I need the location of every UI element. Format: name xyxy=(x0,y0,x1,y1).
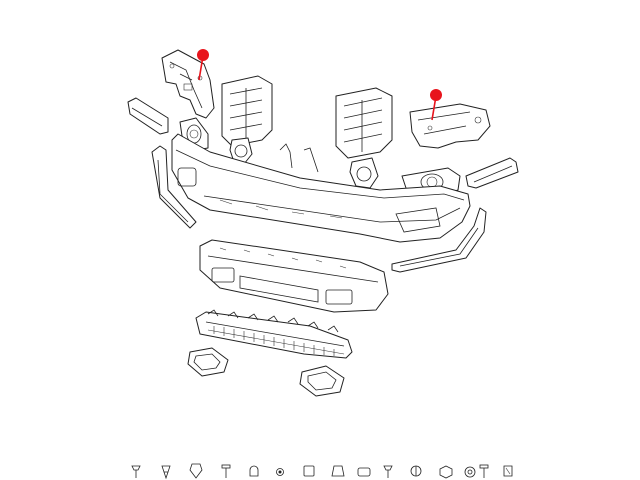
right-upper-trim-strip[interactable] xyxy=(465,157,519,189)
plug-icon[interactable] xyxy=(410,465,422,477)
left-lower-bezel[interactable] xyxy=(187,347,229,377)
push-nut-icon[interactable] xyxy=(303,465,315,477)
push-pin-icon[interactable] xyxy=(161,465,171,480)
rivet-icon[interactable] xyxy=(249,465,259,477)
screw-icon[interactable] xyxy=(221,464,231,478)
lower-valance[interactable] xyxy=(199,239,389,313)
right-center-bracket[interactable] xyxy=(335,87,393,159)
bolt-icon[interactable] xyxy=(131,465,141,478)
front-bumper-fascia[interactable] xyxy=(171,133,471,243)
retainer-clip-icon[interactable] xyxy=(189,463,203,479)
left-headlamp-bracket[interactable] xyxy=(161,49,215,119)
bolt-icon[interactable] xyxy=(383,465,393,478)
callout-right-bracket[interactable] xyxy=(430,89,442,121)
right-headlamp-bracket[interactable] xyxy=(409,103,491,149)
bumper-clips[interactable] xyxy=(279,143,319,173)
right-lower-bezel[interactable] xyxy=(299,365,345,397)
hex-nut-icon[interactable] xyxy=(439,465,453,479)
u-nut-icon[interactable] xyxy=(331,465,345,477)
grille-insert[interactable] xyxy=(195,309,353,359)
washer-icon[interactable] xyxy=(464,466,476,478)
rivet-icon[interactable] xyxy=(479,464,489,478)
left-lower-molding[interactable] xyxy=(151,145,197,229)
right-fog-lamp[interactable] xyxy=(349,157,379,189)
clip-icon[interactable] xyxy=(357,467,371,477)
hardware-row xyxy=(131,463,513,480)
grommet-icon[interactable] xyxy=(276,468,284,476)
right-lower-molding[interactable] xyxy=(391,207,487,273)
left-center-bracket[interactable] xyxy=(221,75,273,147)
spring-clip-icon[interactable] xyxy=(503,465,513,477)
callout-left-bracket[interactable] xyxy=(197,49,209,81)
left-upper-trim-strip[interactable] xyxy=(127,97,169,135)
